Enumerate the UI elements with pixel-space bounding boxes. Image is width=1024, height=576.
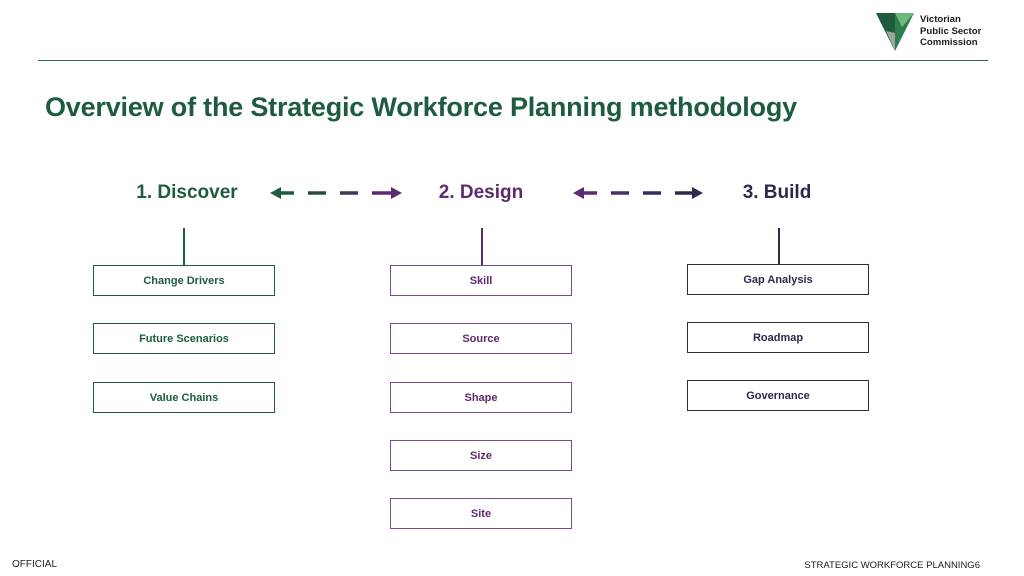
design-connector [481,228,483,266]
discover-connector [183,228,185,266]
box-roadmap: Roadmap [687,322,869,353]
build-connector [778,228,780,266]
discover-design-double-arrow [270,187,402,199]
box-change-drivers: Change Drivers [93,265,275,296]
footer-section: STRATEGIC WORKFORCE PLANNING6 [804,560,980,571]
box-future-scenarios: Future Scenarios [93,323,275,354]
footer-section-title: STRATEGIC WORKFORCE PLANNING [804,560,975,571]
logo-line-2: Public Sector [920,25,982,37]
header-divider [38,60,988,61]
vpsc-logo: Victorian Public Sector Commission [876,11,996,55]
stage-build-heading: 3. Build [742,182,812,203]
box-size: Size [390,440,572,471]
logo-line-1: Victorian [920,14,961,25]
box-gap-analysis: Gap Analysis [687,264,869,295]
page-number: 6 [974,560,980,571]
page-title: Overview of the Strategic Workforce Plan… [45,92,797,122]
stage-design-heading: 2. Design [438,182,524,203]
logo-wordmark: Victorian Public Sector Commission [920,14,981,49]
logo-line-3: Commission [920,37,978,48]
box-skill: Skill [390,265,572,296]
box-value-chains: Value Chains [93,382,275,413]
box-shape: Shape [390,382,572,413]
box-site: Site [390,498,572,529]
stage-discover-heading: 1. Discover [136,182,238,203]
vpsc-logo-icon [876,13,914,51]
box-governance: Governance [687,380,869,411]
design-build-double-arrow [573,187,703,199]
box-source: Source [390,323,572,354]
classification-label: OFFICIAL [12,559,58,570]
